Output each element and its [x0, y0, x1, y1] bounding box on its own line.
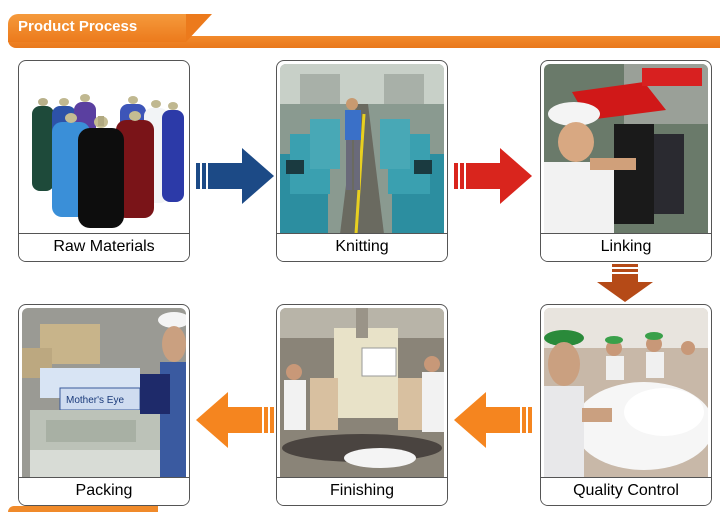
step-card-knitting: Knitting: [276, 60, 448, 262]
machine-label: Mother's Eye: [66, 395, 124, 406]
arrow-right-icon: [196, 148, 274, 204]
arrow-right-icon: [454, 148, 532, 204]
footer-tab: [8, 506, 158, 512]
step-label: Quality Control: [541, 477, 711, 505]
step-label: Knitting: [277, 233, 447, 261]
packing-photo: Mother's Eye: [22, 308, 186, 478]
section-title: Product Process: [18, 18, 138, 35]
arrow-left-icon: [196, 392, 274, 448]
step-label: Linking: [541, 233, 711, 261]
section-header: Product Process: [8, 14, 720, 48]
step-card-raw-materials: Raw Materials: [18, 60, 190, 262]
finishing-photo: [280, 308, 444, 478]
arrow-down-icon: [597, 264, 653, 302]
step-label: Raw Materials: [19, 233, 189, 261]
step-card-finishing: Finishing: [276, 304, 448, 506]
knitting-photo: [280, 64, 444, 234]
arrow-left-icon: [454, 392, 532, 448]
step-card-packing: Mother's Eye Packing: [18, 304, 190, 506]
step-card-quality-control: Quality Control: [540, 304, 712, 506]
step-label: Packing: [19, 477, 189, 505]
header-tab: [8, 14, 212, 42]
step-card-linking: Linking: [540, 60, 712, 262]
step-label: Finishing: [277, 477, 447, 505]
raw-materials-photo: [22, 64, 186, 234]
linking-photo: [544, 64, 708, 234]
quality-control-photo: [544, 308, 708, 478]
